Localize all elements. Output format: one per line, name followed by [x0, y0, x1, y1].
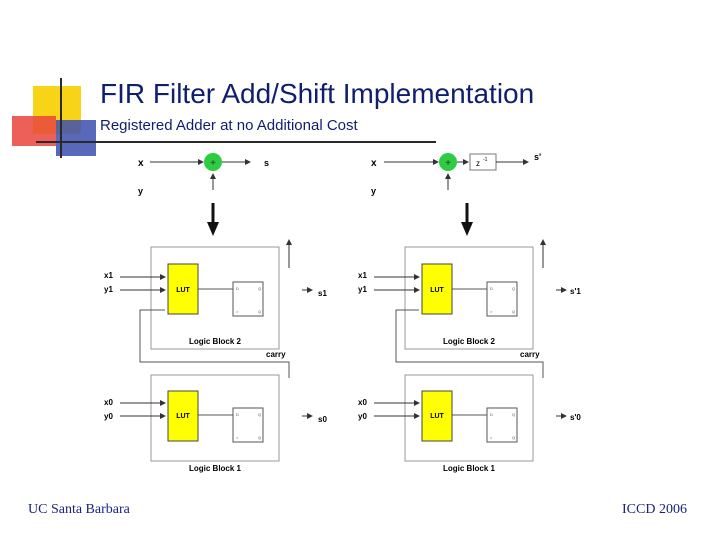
slide-subtitle: Registered Adder at no Additional Cost [100, 117, 358, 134]
left-logic-block-2 [150, 246, 280, 350]
left-carry-label: carry [266, 350, 286, 359]
right-lut-1-label: LUT [430, 413, 444, 420]
right-x-label: x [371, 158, 377, 169]
right-lut-2-label: LUT [430, 287, 444, 294]
svg-text:Q: Q [258, 435, 261, 440]
left-lut-1-label: LUT [176, 413, 190, 420]
left-adder-symbol: + [210, 158, 216, 169]
right-block-1-label: Logic Block 1 [443, 464, 496, 473]
right-delay-label: z [476, 159, 480, 168]
svg-text:>: > [236, 309, 239, 314]
left-lut-1 [167, 390, 199, 442]
left-y1-label: y1 [104, 285, 113, 294]
svg-text:>: > [490, 435, 493, 440]
svg-text:D: D [236, 286, 239, 291]
slide-title: FIR Filter Add/Shift Implementation [100, 78, 535, 109]
right-block-2-label: Logic Block 2 [443, 337, 496, 346]
left-diagram: x y + s LUT D > Q Q Logic Block 2 x1 y1 … [104, 153, 327, 473]
left-s-label: s [264, 158, 269, 168]
right-lut-1 [421, 390, 453, 442]
left-y-label: y [138, 186, 143, 196]
left-x1-label: x1 [104, 271, 113, 280]
deco-blue-square [56, 120, 96, 156]
right-y1-label: y1 [358, 285, 367, 294]
right-s1-label: s'1 [570, 287, 581, 296]
svg-text:>: > [236, 435, 239, 440]
left-x0-label: x0 [104, 398, 113, 407]
right-y-label: y [371, 186, 376, 196]
right-diagram: x y + z -1 s' LUT D > Q Q Logic Block 2 … [358, 152, 581, 473]
left-register-2 [232, 281, 264, 317]
left-block-2-label: Logic Block 2 [189, 337, 242, 346]
right-s-label: s' [534, 152, 541, 162]
deco-vertical-line [60, 78, 62, 158]
left-block-1-label: Logic Block 1 [189, 464, 242, 473]
svg-text:Q: Q [512, 309, 515, 314]
svg-text:>: > [490, 309, 493, 314]
corner-decoration [0, 0, 436, 170]
svg-text:D: D [490, 412, 493, 417]
right-logic-block-1 [404, 374, 534, 462]
svg-text:Q: Q [512, 435, 515, 440]
left-logic-block-1 [150, 374, 280, 462]
svg-text:Q: Q [512, 286, 515, 291]
right-register-1 [486, 407, 518, 443]
right-adder-symbol: + [445, 158, 451, 169]
left-y0-label: y0 [104, 412, 113, 421]
left-lut-2-label: LUT [176, 287, 190, 294]
left-s1-label: s1 [318, 289, 327, 298]
right-register-2 [486, 281, 518, 317]
svg-text:Q: Q [258, 412, 261, 417]
svg-text:D: D [236, 412, 239, 417]
svg-text:Q: Q [512, 412, 515, 417]
left-down-arrow-icon [207, 222, 219, 236]
svg-text:D: D [490, 286, 493, 291]
svg-text:Q: Q [258, 286, 261, 291]
footer-affiliation: UC Santa Barbara [28, 502, 130, 517]
left-register-1 [232, 407, 264, 443]
right-carry-label: carry [520, 350, 540, 359]
right-s0-label: s'0 [570, 413, 581, 422]
left-adder-node [204, 153, 222, 171]
right-y0-label: y0 [358, 412, 367, 421]
left-x-label: x [138, 158, 144, 169]
right-adder-node [439, 153, 457, 171]
footer-conference: ICCD 2006 [622, 502, 687, 517]
right-logic-block-2 [404, 246, 534, 350]
right-x1-label: x1 [358, 271, 367, 280]
deco-horizontal-line [36, 141, 436, 143]
svg-text:Q: Q [258, 309, 261, 314]
right-delay-sup: -1 [483, 157, 488, 163]
right-x0-label: x0 [358, 398, 367, 407]
right-down-arrow-icon [461, 222, 473, 236]
left-s0-label: s0 [318, 415, 327, 424]
